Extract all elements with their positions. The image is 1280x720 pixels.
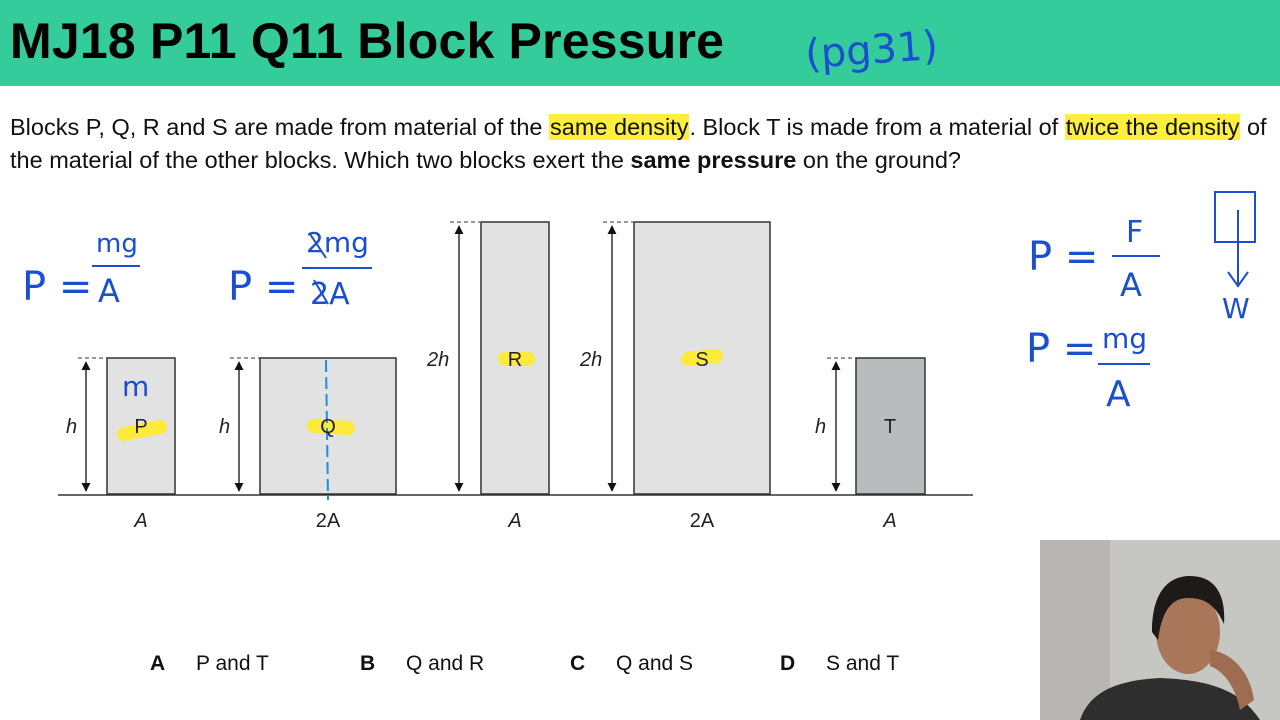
formula-numerator: mg: [1102, 322, 1147, 355]
block-t: h T A: [815, 357, 926, 532]
title-bar: MJ18 P11 Q11 Block Pressure (pg31): [0, 0, 1280, 86]
answer-options: A P and T B Q and R C Q and S D S and T: [150, 652, 950, 682]
page-note-text: (pg31): [804, 23, 935, 78]
option-letter: C: [570, 652, 586, 675]
handwritten-weight-sketch: W: [1214, 191, 1256, 325]
height-label: h: [219, 416, 230, 438]
option-b[interactable]: B Q and R: [360, 652, 484, 676]
option-letter: B: [360, 652, 376, 675]
formula-lhs: P =: [22, 264, 92, 310]
highlight-same-density: same density: [549, 114, 690, 140]
base-area-label: 2A: [690, 510, 715, 532]
block-label: S: [695, 349, 708, 371]
base-area-label: A: [133, 510, 147, 532]
block-label: R: [508, 349, 522, 371]
weight-label: W: [1222, 292, 1250, 325]
sketch-box: [1214, 191, 1256, 243]
question-text: Blocks P, Q, R and S are made from mater…: [10, 111, 1272, 177]
presenter-hair: [1152, 576, 1225, 640]
highlight-mark: [307, 419, 355, 435]
base-area-label: 2A: [316, 510, 341, 532]
question-segment: on the ground?: [796, 147, 961, 173]
base-area-label: A: [882, 510, 896, 532]
formula-denominator: A: [1120, 266, 1142, 304]
highlight-twice-density: twice the density: [1064, 114, 1241, 140]
option-letter: A: [150, 652, 166, 675]
formula-lhs: P =: [1026, 326, 1096, 372]
option-letter: D: [780, 652, 796, 675]
handwritten-formula-weight: P = mg A: [1026, 322, 1150, 415]
base-area-label: A: [507, 510, 521, 532]
question-segment: . Block T is made from a material of: [689, 114, 1065, 140]
option-text: Q and R: [406, 652, 485, 675]
option-text: S and T: [826, 652, 900, 675]
block-label: T: [884, 416, 896, 438]
formula-numerator: mg: [96, 229, 138, 259]
handwritten-mass: m: [122, 370, 149, 403]
presenter-face: [1156, 590, 1220, 674]
question-segment: of the material of the other blocks. Whi…: [10, 114, 1267, 173]
blocks-diagram: h P A m h Q 2A 2h R A 2h S 2A: [22, 191, 1256, 532]
height-label: 2h: [426, 349, 449, 371]
height-label: h: [66, 416, 77, 438]
highlight-mark: [117, 420, 167, 441]
formula-denominator: A: [1106, 374, 1131, 415]
option-text: Q and S: [616, 652, 694, 675]
cross-out-mark: [313, 279, 329, 305]
block-s: 2h S 2A: [579, 221, 771, 532]
option-d[interactable]: D S and T: [780, 652, 899, 676]
handwritten-formula-force: P = F A: [1028, 215, 1160, 304]
weight-arrow-head: [1227, 271, 1249, 288]
block-p: h P A m: [66, 357, 176, 532]
question-segment: Blocks P, Q, R and S are made from mater…: [10, 114, 549, 140]
block-shape: [855, 357, 926, 495]
block-label: P: [134, 416, 147, 438]
handwritten-formula-q: P = 2mg 2A: [228, 226, 372, 312]
cross-out-mark: [309, 233, 327, 259]
option-a[interactable]: A P and T: [150, 652, 269, 676]
option-text: P and T: [196, 652, 269, 675]
presenter-shirt: [1080, 678, 1260, 720]
handwritten-formula-p: P = mg A: [22, 229, 140, 310]
block-q: h Q 2A: [219, 357, 397, 532]
handwritten-page-note: (pg31): [804, 23, 935, 78]
formula-lhs: P =: [228, 264, 298, 310]
presenter-video: [1040, 540, 1280, 720]
split-line: [325, 359, 329, 501]
highlight-mark: [681, 349, 723, 366]
height-label: h: [815, 416, 826, 438]
block-label: Q: [320, 416, 336, 438]
page-title: MJ18 P11 Q11 Block Pressure: [10, 13, 725, 69]
block-r: 2h R A: [426, 221, 550, 532]
formula-numerator: F: [1126, 215, 1143, 250]
height-label: 2h: [579, 349, 602, 371]
bold-same-pressure: same pressure: [630, 147, 797, 173]
option-c[interactable]: C Q and S: [570, 652, 693, 676]
formula-lhs: P =: [1028, 234, 1098, 280]
presenter-hand: [1210, 650, 1254, 710]
formula-denominator: A: [98, 272, 120, 310]
webcam-overlay: [1040, 540, 1280, 720]
